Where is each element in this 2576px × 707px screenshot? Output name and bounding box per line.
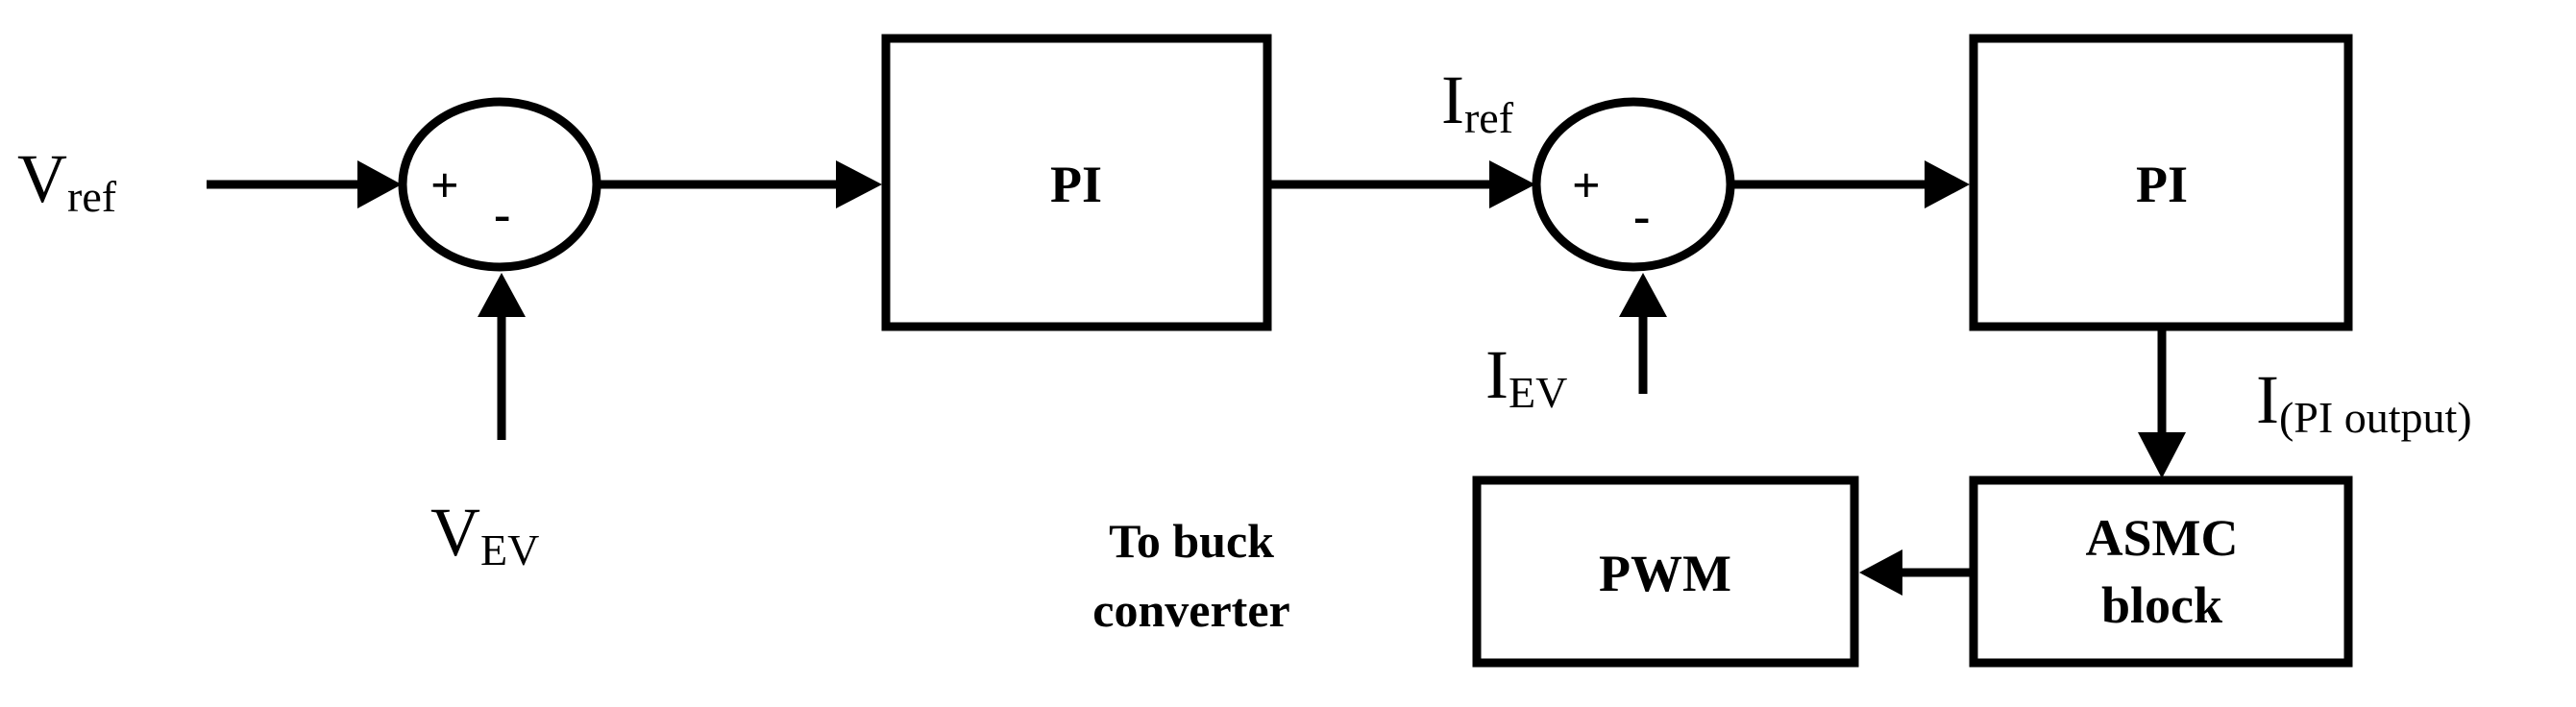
v-ref-label: Vref [17,140,117,221]
asmc-label-line1: ASMC [2086,509,2239,567]
sum2-plus-sign: + [1572,158,1601,213]
asmc-label-line2: block [2101,576,2222,634]
v-ev-label: VEV [430,494,539,574]
pi-to-asmc-arrow [2138,330,2186,478]
asmc-block: ASMC block [1969,475,2353,668]
pi-current-label: PI [2136,156,2188,213]
sum1-plus-sign: + [430,158,459,213]
pi-voltage-label: PI [1050,156,1102,213]
pi-to-sum2-arrow [1267,160,1535,208]
pwm-label: PWM [1599,545,1731,602]
i-pi-output-label: I(PI output) [2256,361,2472,442]
to-buck-converter-line1: To buck [1109,514,1274,568]
v-ev-arrow [478,273,526,440]
to-buck-converter-line2: converter [1092,583,1289,637]
summing-junction-current: + - [1532,97,1735,272]
sum2-to-pi-arrow [1730,160,1970,208]
sum1-to-pi-arrow [597,160,882,208]
pi-current-block: PI [1969,34,2353,331]
pwm-block: PWM [1472,475,1859,668]
sum1-minus-sign: - [494,187,510,242]
i-ev-arrow [1619,273,1667,394]
i-ev-label: IEV [1485,336,1567,417]
i-ref-label: Iref [1441,61,1514,142]
pi-voltage-block: PI [881,34,1272,331]
v-ref-arrow [207,160,402,208]
sum2-minus-sign: - [1633,189,1650,244]
summing-junction-voltage: + - [398,97,601,272]
asmc-to-pwm-arrow [1859,549,1974,596]
